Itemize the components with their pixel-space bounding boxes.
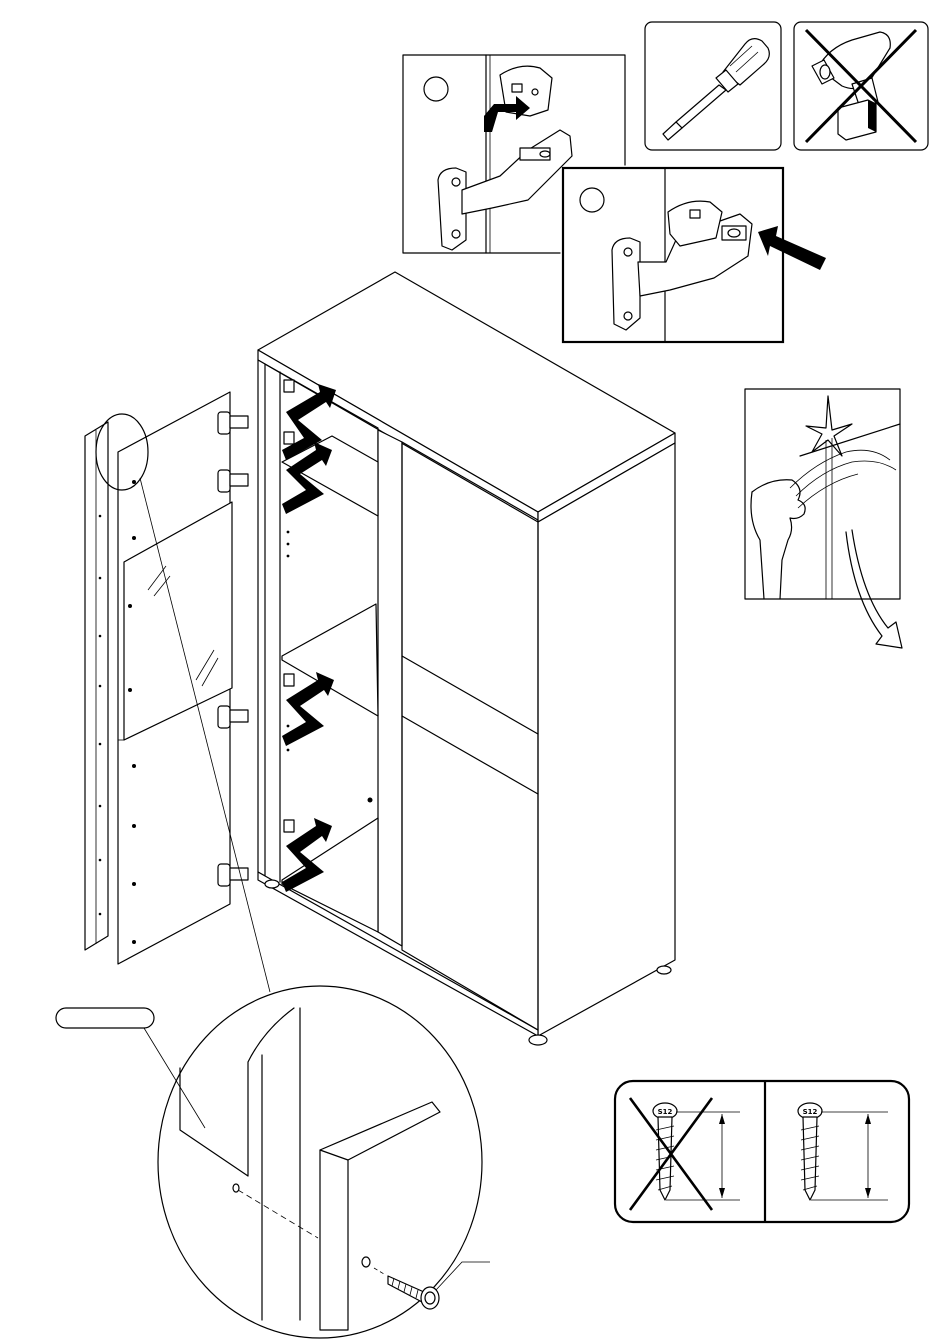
cabinet-foot <box>265 880 279 888</box>
power-drill-tool-box <box>794 22 928 150</box>
cabinet-foot <box>657 966 671 974</box>
door-hinge <box>218 706 248 728</box>
door-hinge <box>218 864 248 886</box>
door-hinge <box>218 470 248 492</box>
hinge-assembled <box>612 201 752 330</box>
pilot-hole <box>233 1184 239 1192</box>
cabinet-right-side <box>538 443 675 1036</box>
detail-magnified-view <box>158 986 490 1338</box>
step-2-number-badge <box>580 188 604 212</box>
screw-correct-length: S12 <box>798 1103 888 1200</box>
step-1-number-badge <box>424 77 448 101</box>
door-side-edge <box>85 422 108 950</box>
hinge-cup-arm <box>438 130 572 250</box>
screwdriver-icon <box>663 39 769 140</box>
cabinet-door <box>85 392 248 964</box>
part-callout-pill <box>56 1008 154 1028</box>
screwdriver-tool-box <box>645 22 781 150</box>
step-2-push-arrow <box>758 226 826 270</box>
screw-head-marking: S12 <box>658 1108 673 1116</box>
screw-head-marking: S12 <box>803 1108 818 1116</box>
wipe-direction-arrow <box>846 530 902 648</box>
cabinet-divider <box>378 430 402 946</box>
hinge-step-1-panel <box>403 55 625 253</box>
part-callout-leader <box>144 1028 205 1128</box>
screw-length-guide: S12 S12 <box>615 1081 909 1222</box>
door-hinge <box>218 412 248 434</box>
surface-cleaning-inset <box>745 389 902 648</box>
hinge-step-2-panel <box>563 168 826 342</box>
screw-icon <box>362 1257 439 1309</box>
wiping-hand-icon <box>751 450 896 599</box>
cabinet-foot <box>529 1035 547 1045</box>
